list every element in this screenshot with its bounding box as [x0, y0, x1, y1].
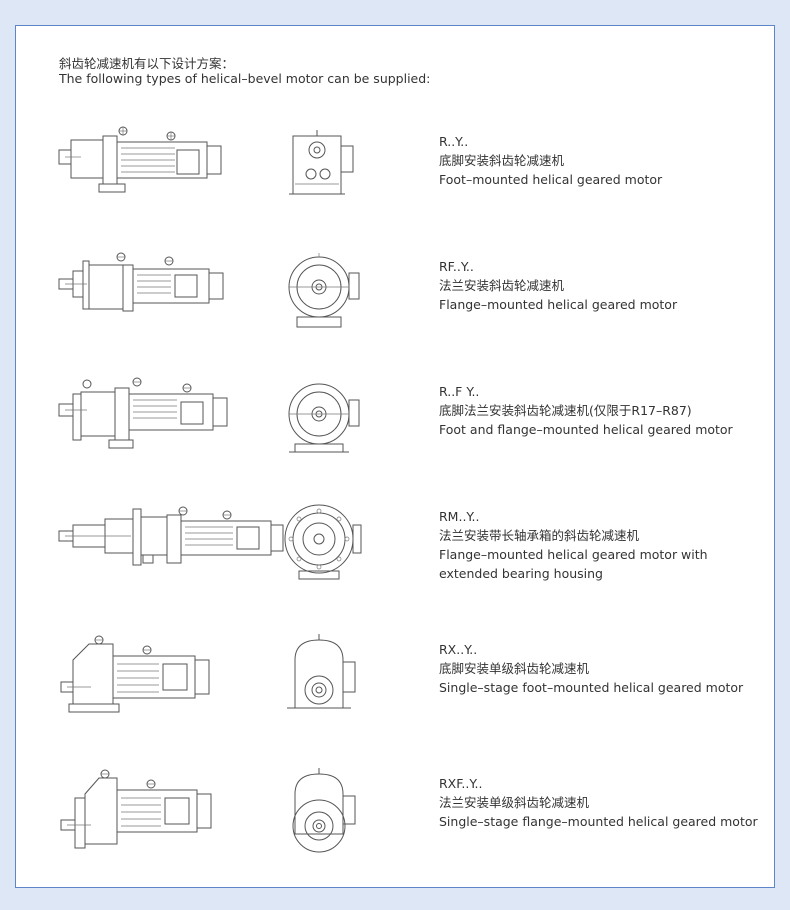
- type-name-cn: 法兰安装斜齿轮减速机: [439, 278, 565, 293]
- intro-en: The following types of helical–bevel mot…: [59, 71, 431, 86]
- type-code: RM..Y..: [439, 509, 480, 524]
- end-view-drawing: [281, 251, 371, 351]
- type-code: R..F Y..: [439, 384, 480, 399]
- type-name-en: Flange–mounted helical geared motor: [439, 297, 678, 312]
- type-row-r: R..Y.. 底脚安装斜齿轮减速机 Foot–mounted helical g…: [16, 126, 776, 236]
- type-description: RXF..Y.. 法兰安装单级斜齿轮减速机 Single–stage flang…: [439, 774, 758, 831]
- side-view-drawing: [51, 768, 291, 868]
- type-description: RM..Y.. 法兰安装带长轴承箱的斜齿轮减速机 Flange–mounted …: [439, 507, 759, 583]
- end-view-drawing: [281, 768, 371, 868]
- type-row-rf: RF..Y.. 法兰安装斜齿轮减速机 Flange–mounted helica…: [16, 251, 776, 361]
- type-name-cn: 法兰安装单级斜齿轮减速机: [439, 795, 590, 810]
- type-name-cn: 底脚法兰安装斜齿轮减速机(仅限于R17–R87): [439, 403, 692, 418]
- type-name-en: Foot and flange–mounted helical geared m…: [439, 422, 733, 437]
- side-view-drawing: [51, 126, 291, 226]
- side-view-drawing: [51, 501, 291, 601]
- end-view-drawing: [281, 634, 371, 734]
- intro-cn: 斜齿轮减速机有以下设计方案：: [59, 56, 235, 71]
- type-description: R..Y.. 底脚安装斜齿轮减速机 Foot–mounted helical g…: [439, 132, 662, 189]
- end-view-drawing: [281, 126, 371, 226]
- type-description: RX..Y.. 底脚安装单级斜齿轮减速机 Single–stage foot–m…: [439, 640, 743, 697]
- type-description: R..F Y.. 底脚法兰安装斜齿轮减速机(仅限于R17–R87) Foot a…: [439, 382, 733, 439]
- type-name-en: Flange–mounted helical geared motor with…: [439, 547, 708, 581]
- type-name-en: Foot–mounted helical geared motor: [439, 172, 663, 187]
- type-name-cn: 底脚安装单级斜齿轮减速机: [439, 661, 590, 676]
- type-code: RX..Y..: [439, 642, 478, 657]
- type-row-rxf: RXF..Y.. 法兰安装单级斜齿轮减速机 Single–stage flang…: [16, 768, 776, 878]
- type-code: RXF..Y..: [439, 776, 483, 791]
- intro-text: 斜齿轮减速机有以下设计方案： The following types of he…: [59, 56, 430, 86]
- type-code: R..Y..: [439, 134, 469, 149]
- type-description: RF..Y.. 法兰安装斜齿轮减速机 Flange–mounted helica…: [439, 257, 677, 314]
- type-name-en: Single–stage foot–mounted helical geared…: [439, 680, 744, 695]
- type-code: RF..Y..: [439, 259, 474, 274]
- type-row-rm: RM..Y.. 法兰安装带长轴承箱的斜齿轮减速机 Flange–mounted …: [16, 501, 776, 611]
- end-view-drawing: [281, 376, 371, 476]
- side-view-drawing: [51, 376, 291, 476]
- type-row-rfy: R..F Y.. 底脚法兰安装斜齿轮减速机(仅限于R17–R87) Foot a…: [16, 376, 776, 486]
- catalog-panel: 斜齿轮减速机有以下设计方案： The following types of he…: [15, 25, 775, 888]
- end-view-drawing: [281, 501, 371, 601]
- type-name-cn: 法兰安装带长轴承箱的斜齿轮减速机: [439, 528, 640, 543]
- type-row-rx: RX..Y.. 底脚安装单级斜齿轮减速机 Single–stage foot–m…: [16, 634, 776, 744]
- side-view-drawing: [51, 251, 291, 351]
- type-name-en: Single–stage flange–mounted helical gear…: [439, 814, 758, 829]
- type-name-cn: 底脚安装斜齿轮减速机: [439, 153, 565, 168]
- side-view-drawing: [51, 634, 291, 734]
